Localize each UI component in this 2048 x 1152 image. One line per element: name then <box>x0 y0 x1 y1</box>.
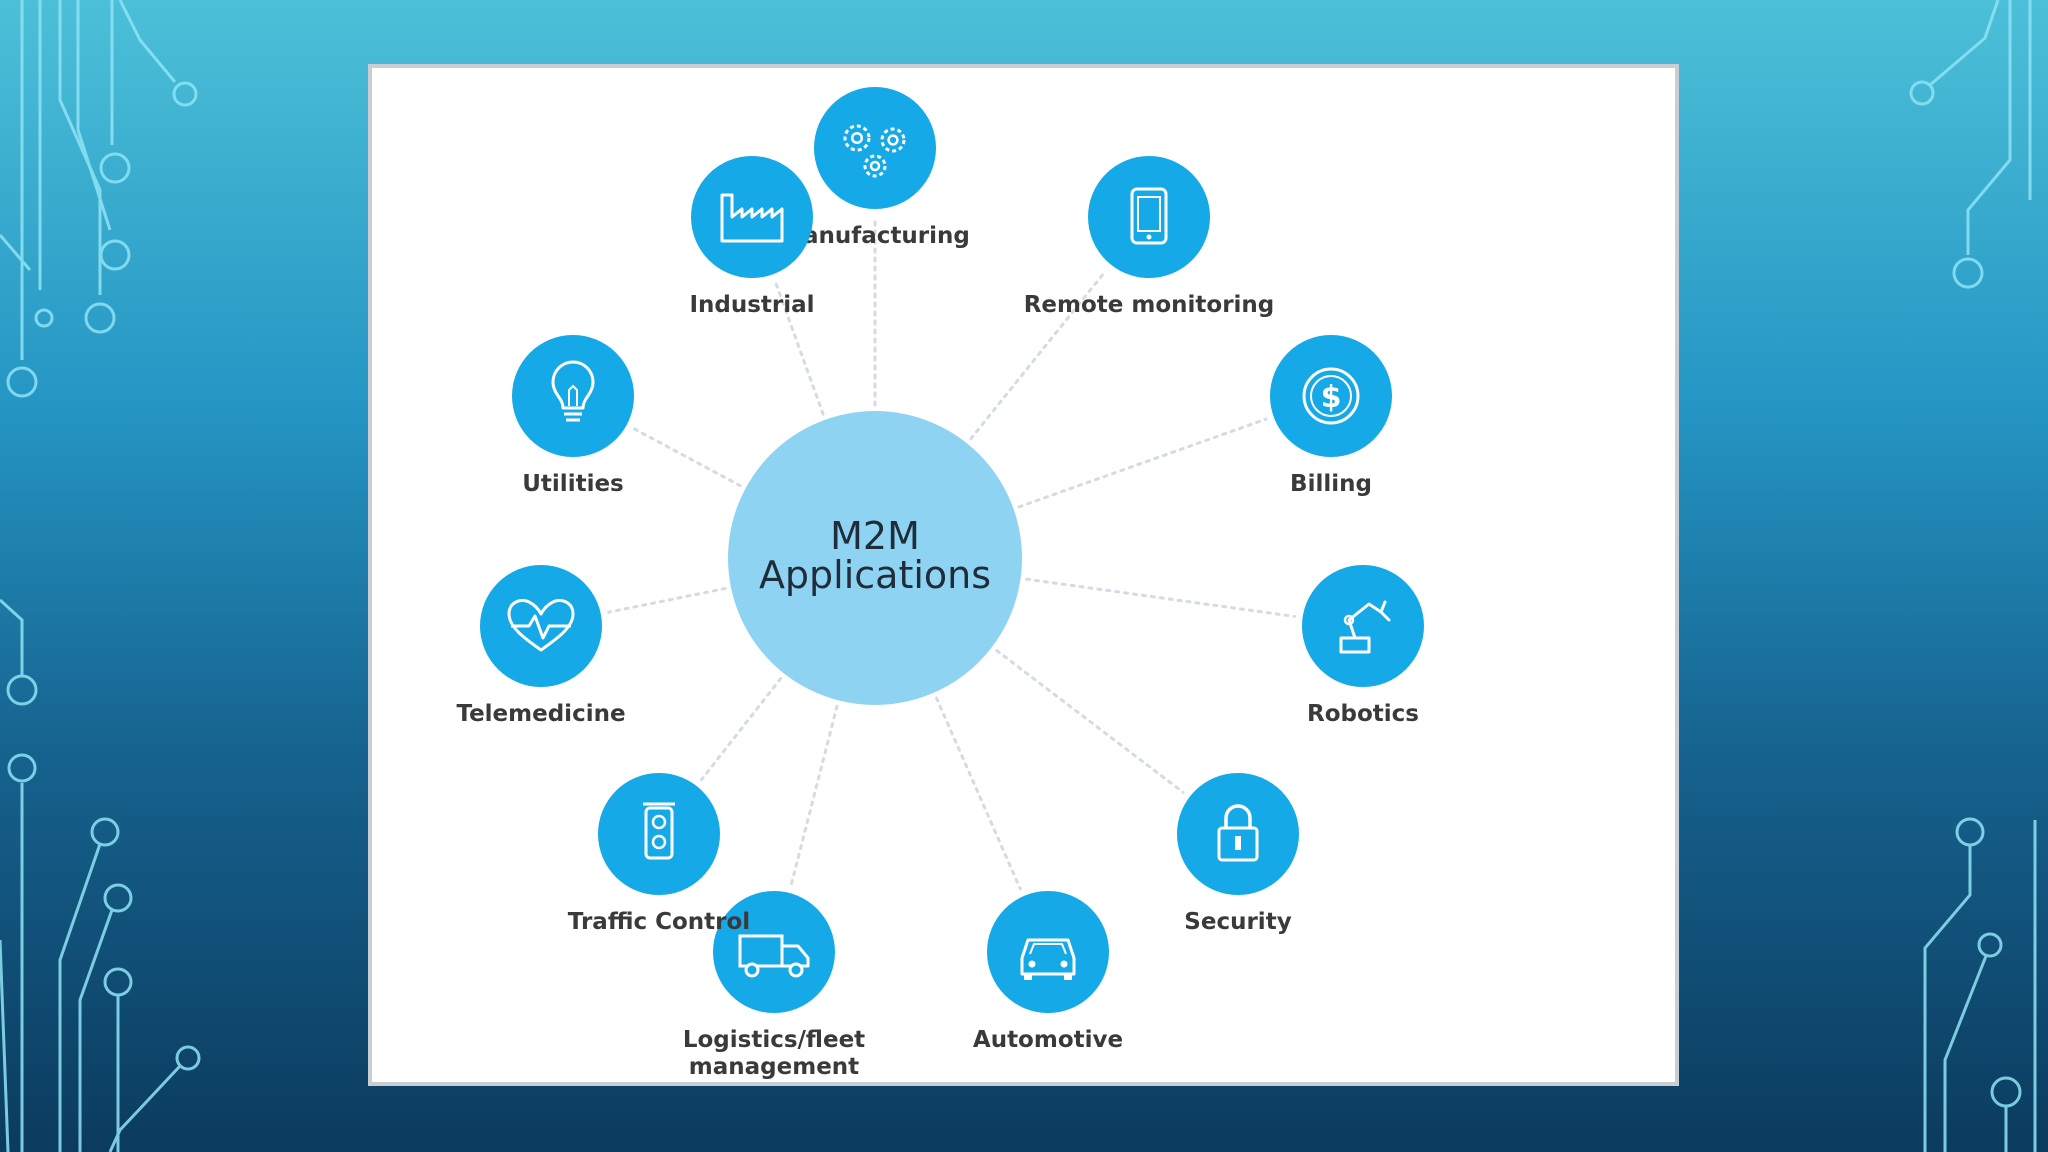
node-telemedicine: Telemedicine <box>456 565 626 727</box>
node-circle-manufacturing <box>814 87 936 209</box>
node-circle-logistics <box>713 891 835 1013</box>
factory-icon <box>720 193 784 243</box>
hub-node: M2M Applications <box>728 411 1022 705</box>
gears-icon <box>843 124 906 178</box>
connector-lines <box>607 215 1297 891</box>
node-circle-billing <box>1270 335 1392 457</box>
node-security: Security <box>1177 773 1299 935</box>
heart-pulse-icon <box>507 599 575 652</box>
node-label-logistics-2: management <box>689 1054 859 1080</box>
node-traffic-control: Traffic Control <box>568 773 750 935</box>
connector-automotive <box>935 696 1022 891</box>
connector-robotics <box>1025 577 1297 618</box>
connector-remote-monitoring <box>969 269 1108 441</box>
connector-telemedicine <box>607 587 727 614</box>
node-robotics: Robotics <box>1302 565 1424 727</box>
node-circle-remote-monitoring <box>1088 156 1210 278</box>
lock-icon <box>1217 804 1259 862</box>
traffic-light-icon <box>643 802 675 860</box>
hub-circle <box>728 411 1022 705</box>
tablet-icon <box>1130 187 1168 245</box>
node-label-logistics-1: Logistics/fleet <box>683 1027 865 1053</box>
node-circle-robotics <box>1302 565 1424 687</box>
node-circle-automotive <box>987 891 1109 1013</box>
node-automotive: Automotive <box>973 891 1123 1053</box>
hub-label-line2: Applications <box>759 553 991 597</box>
node-billing: $ Billing <box>1270 335 1392 497</box>
node-circle-security <box>1177 773 1299 895</box>
node-label-industrial: Industrial <box>689 292 814 318</box>
hub-label-line1: M2M <box>830 514 920 558</box>
connector-billing <box>1017 417 1268 509</box>
lightbulb-icon <box>551 360 595 422</box>
connector-logistics <box>789 704 839 887</box>
node-manufacturing: Manufacturing <box>780 87 970 249</box>
node-label-security: Security <box>1184 909 1291 935</box>
car-icon <box>1020 938 1076 980</box>
connector-traffic-control <box>700 676 783 782</box>
node-circle-traffic-control <box>598 773 720 895</box>
node-circle-utilities <box>512 335 634 457</box>
node-label-utilities: Utilities <box>522 471 624 497</box>
svg-text:$: $ <box>1321 380 1342 415</box>
dollar-icon: $ <box>1302 367 1360 425</box>
node-label-billing: Billing <box>1290 471 1372 497</box>
node-industrial: Industrial <box>689 156 815 318</box>
connector-industrial <box>773 280 825 416</box>
connector-utilities <box>632 427 742 488</box>
robot-arm-icon <box>1339 600 1391 654</box>
truck-icon <box>738 934 810 978</box>
node-label-telemedicine: Telemedicine <box>456 701 625 727</box>
node-utilities: Utilities <box>512 335 634 497</box>
node-label-traffic-control: Traffic Control <box>568 909 750 935</box>
node-remote-monitoring: Remote monitoring <box>1024 156 1275 318</box>
connector-security <box>995 649 1185 794</box>
node-circle-telemedicine <box>480 565 602 687</box>
node-label-automotive: Automotive <box>973 1027 1123 1053</box>
node-label-robotics: Robotics <box>1307 701 1419 727</box>
node-label-remote-monitoring: Remote monitoring <box>1024 292 1275 318</box>
